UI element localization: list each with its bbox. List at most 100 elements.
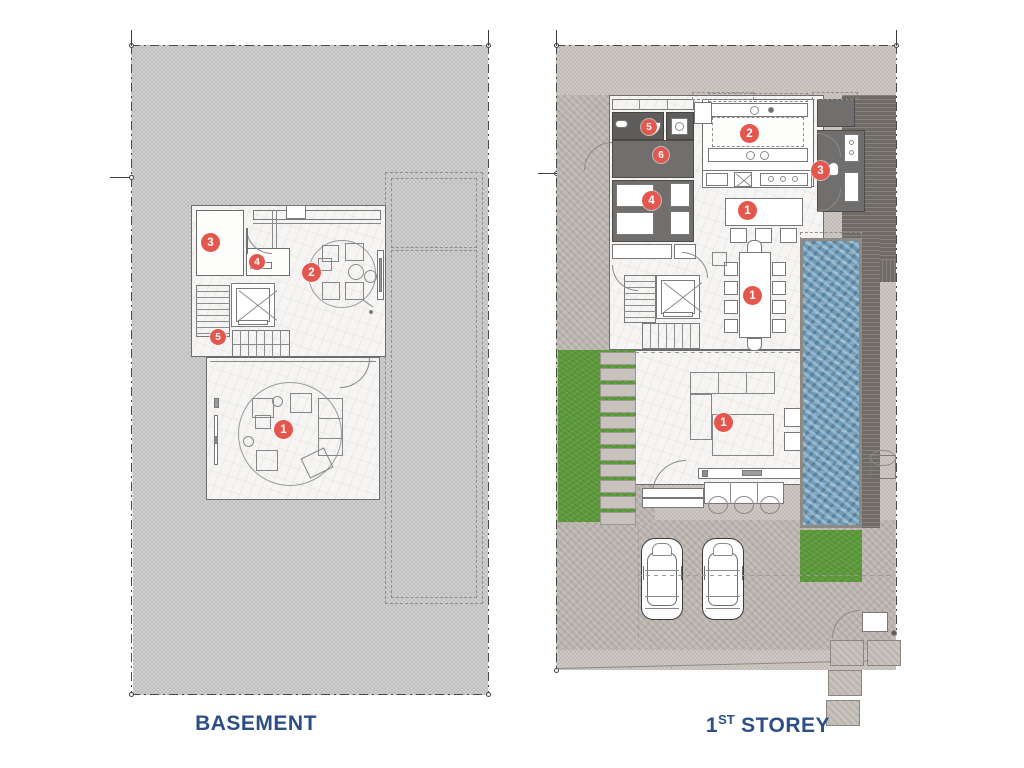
boundary-tick [488,30,489,46]
storey-boundary-top [556,45,897,47]
armchair [290,393,312,413]
lift-shaft [231,283,275,327]
hob-ring [746,151,755,160]
storey-marker-6-utility[interactable]: 6 [653,147,669,163]
setback-outline-inner-upper [391,178,477,248]
basement-caption-text: BASEMENT [195,712,317,735]
round-side-table [348,264,364,280]
stepping-paver [600,400,636,413]
door-handle [214,436,218,444]
basement-boundary-top [131,45,489,47]
shower-drain [849,140,854,145]
partition-line [276,210,277,248]
canopy-outline [800,232,862,240]
sofa-sectional [318,398,343,456]
floor-lamp [369,310,373,314]
island-clearance [712,117,804,147]
stair-tread [196,315,230,316]
wash-basin [844,172,859,202]
living-sofa-return [690,394,712,440]
sofa-seam [318,418,343,419]
sofa-seam [318,438,343,439]
storey-marker-2-kitchen[interactable]: 2 [740,124,759,143]
patio-step [642,498,704,508]
service-riser [286,205,306,219]
storey-staircase-down [642,323,700,349]
cabinet-knob [768,176,774,182]
sofa-seam [746,372,747,394]
utility-yard [612,140,694,178]
bar-stool [780,228,797,243]
basement-marker-2[interactable]: 2 [302,263,321,282]
cabinet-divider [667,99,668,110]
accent-stool [364,270,377,283]
roof-eave-outline-right [812,92,858,100]
stepping-paver [600,368,636,381]
boundary-node [553,667,559,673]
stair-tread [624,281,656,282]
coffee-table [318,258,332,271]
storey-marker-5-wc[interactable]: 5 [641,119,657,135]
swimming-pool [800,238,862,528]
first-storey-caption-prefix: 1 [705,714,719,737]
stepping-paver [600,496,636,509]
basement-marker-3[interactable]: 3 [201,233,220,252]
stepping-paver [600,464,636,477]
marker-number: 1 [720,416,727,429]
marker-number: 2 [746,127,753,140]
coffee-table [255,415,271,429]
parking-bay-line [638,575,895,576]
basement-marker-1[interactable]: 1 [274,420,293,439]
armchair [345,282,364,300]
entry-stone [867,640,901,666]
storey-marker-1-dining[interactable]: 1 [743,286,762,305]
dining-chair-head [747,240,762,253]
living-sofa [690,372,775,394]
stair-riser [650,323,651,349]
wardrobe-lower [670,211,690,235]
dining-chair [724,281,738,295]
lift-door [663,312,693,317]
living-rug [712,414,774,456]
entry-stone [828,670,862,696]
stepping-paver [600,352,636,365]
storey-marker-3-bathroom[interactable]: 3 [811,161,830,180]
basement-boundary-left [131,45,133,695]
bench-arch [708,496,728,514]
ceiling-duct-strip [253,210,381,220]
stair-tread [624,293,656,294]
powder-room-upper [817,99,855,127]
marker-number: 4 [648,194,655,207]
first-storey-caption-superscript: ST [718,712,735,727]
stepping-paver [600,448,636,461]
stepping-paver [600,512,636,525]
storey-marker-1-living[interactable]: 1 [714,413,733,432]
stair-tread [624,305,656,306]
storey-boundary-right [896,45,898,635]
wardrobe-upper [670,183,690,207]
bedside-counter [612,244,672,259]
counter-run [708,148,808,162]
stepping-paver [600,432,636,445]
stair-tread [624,317,656,318]
marker-number: 1 [280,423,287,436]
basement-marker-4[interactable]: 4 [249,254,265,270]
bench-divider [757,482,758,504]
tv-panel [379,258,382,292]
marker-number: 6 [658,149,664,161]
washer-drum [675,122,684,131]
dining-chair [772,281,786,295]
cabinet-divider [639,99,640,110]
pool-coping-right [862,238,880,528]
storey-marker-4-bedroom[interactable]: 4 [642,191,661,210]
storey-marker-1-breakfast[interactable]: 1 [738,201,757,220]
bench-arch [760,496,780,514]
sofa-seam [718,372,719,394]
stair-tread [196,327,230,328]
stair-tread [196,297,230,298]
basement-marker-5[interactable]: 5 [210,329,226,345]
entry-stone [830,640,864,666]
hob-ring [760,151,769,160]
first-storey-caption: 1ST STOREY [512,712,1024,738]
shower-drain [849,150,854,155]
